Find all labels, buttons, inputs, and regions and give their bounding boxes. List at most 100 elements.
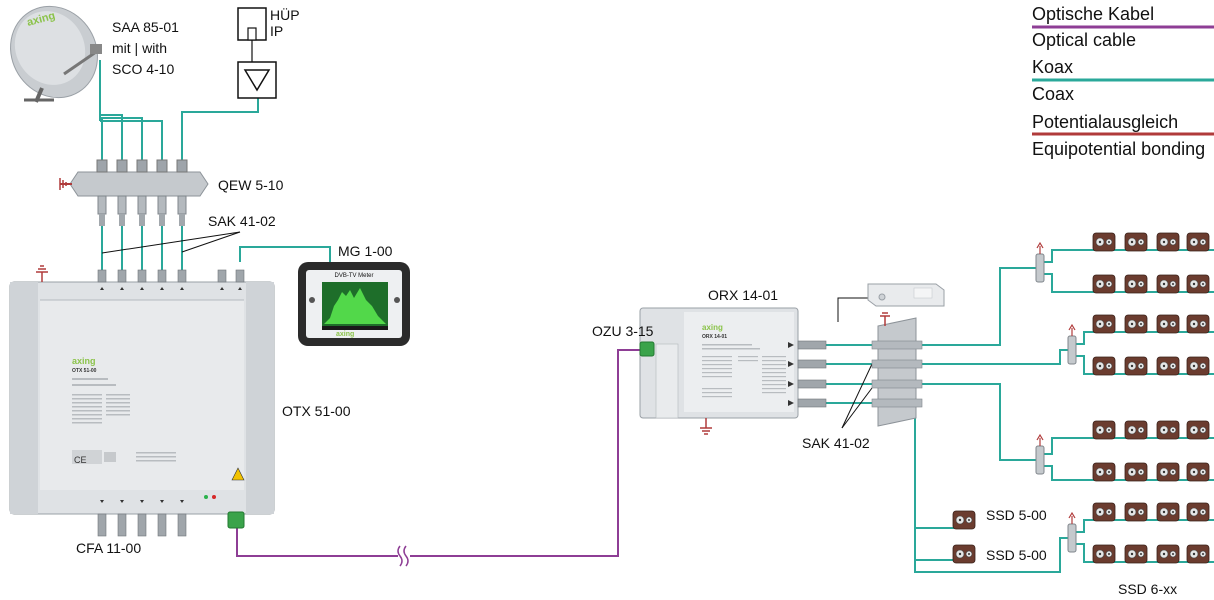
terrestrial-coax — [181, 98, 259, 166]
hup-label-line1: HÜP — [270, 6, 300, 23]
orx-front — [684, 312, 794, 412]
tap-3 — [1035, 433, 1045, 475]
ground-block-connectors — [871, 340, 923, 408]
trunk-bank-1 — [900, 267, 1040, 346]
orx-output-port-4 — [788, 398, 827, 408]
otx-top-port-5 — [177, 269, 187, 290]
meter-button-left-icon — [309, 297, 315, 303]
ssd6-outlet-4 — [1186, 232, 1210, 252]
otx-top-port-3 — [137, 269, 147, 290]
hup-label-line2: IP — [270, 23, 283, 39]
ssd6-outlet-1 — [1092, 232, 1116, 252]
ssd6-outlet-12 — [1186, 314, 1210, 334]
meter-brand: axing — [336, 331, 354, 338]
ground-block-earth-icon — [880, 312, 890, 326]
ssd6-outlet-25 — [1092, 502, 1116, 522]
orx-model-text: ORX 14-01 — [702, 334, 727, 340]
cfa-port-5 — [177, 500, 187, 537]
sak-right-leader-2 — [841, 383, 876, 429]
mg-label: MG 1-00 — [338, 243, 393, 259]
otx-ports — [97, 269, 245, 537]
ssd5-outlet-2 — [952, 544, 976, 564]
cfa-port-2 — [117, 500, 127, 537]
satellite-dish: axing — [10, 5, 102, 103]
orx-brand: axing — [702, 323, 723, 332]
sak-right-leader-1 — [841, 363, 873, 429]
ssd6-outlet-3 — [1156, 232, 1180, 252]
trunk-bank-4 — [914, 403, 1072, 573]
amplifier-outline — [237, 61, 277, 99]
orx-label: ORX 14-01 — [708, 287, 778, 303]
orx-power-supply — [867, 283, 945, 307]
dish-coax-3 — [100, 117, 143, 166]
bank-2-row-2-cable — [1076, 355, 1214, 375]
meter-title: DVB-TV Meter — [334, 273, 373, 279]
ground-block-plate — [877, 317, 917, 427]
orx-output-port-3 — [788, 379, 827, 389]
sak-leader-lines — [101, 231, 876, 429]
cfa-label: CFA 11-00 — [76, 540, 141, 556]
optical-fibre — [236, 349, 640, 557]
qew-label: QEW 5-10 — [218, 177, 284, 193]
optical-cable — [236, 349, 640, 567]
orx-earth-icon — [700, 418, 712, 435]
meter-button-right-icon — [394, 297, 400, 303]
ssd6-outlet-21 — [1092, 462, 1116, 482]
ssd6-outlet-20 — [1186, 420, 1210, 440]
trunk-bank-2 — [905, 349, 1072, 365]
qew-earth-icon — [59, 178, 67, 190]
qew-connector-1 — [96, 159, 108, 226]
ssd-b-label: SSD 5-00 — [986, 547, 1047, 563]
ssd6-outlet-19 — [1156, 420, 1180, 440]
ssd6-outlet-16 — [1186, 356, 1210, 376]
psu-vent-icon — [878, 293, 886, 301]
tap-1 — [1035, 241, 1045, 283]
qew-connector-3 — [136, 159, 148, 226]
dish-label-line3: SCO 4-10 — [112, 61, 174, 77]
mg-meter: DVB-TV Meter axing — [298, 262, 410, 346]
dish-coax-2 — [100, 114, 123, 166]
meter-spectrum — [324, 288, 386, 324]
otx-top-port-7 — [235, 269, 245, 290]
orx-ground-block — [871, 312, 923, 427]
ssd-a-label: SSD 5-00 — [986, 507, 1047, 523]
legend-optical-en: Optical cable — [1032, 30, 1136, 50]
sak-top-leader-2 — [181, 231, 241, 253]
ssd6-outlet-32 — [1186, 544, 1210, 564]
otx-model-text: OTX 51-00 — [72, 368, 97, 374]
ssd6-outlet-31 — [1156, 544, 1180, 564]
bank-2-row-1-cable — [1076, 331, 1214, 345]
block-connector-1 — [871, 340, 923, 350]
orx-side-tab — [655, 343, 679, 419]
ssd6-outlet-6 — [1124, 274, 1148, 294]
otx-mg-coax — [239, 246, 331, 262]
sak-right-label: SAK 41-02 — [802, 435, 870, 451]
hup-ip-box — [237, 7, 267, 62]
ssd6-outlet-18 — [1124, 420, 1148, 440]
bank-4-row-2-cable — [1076, 543, 1214, 563]
block-connector-3 — [871, 379, 923, 389]
cfa-port-3 — [137, 500, 147, 537]
orx-spec-lines — [702, 344, 786, 398]
otx-top-port-6 — [217, 269, 227, 290]
otx-spec-lines — [72, 378, 176, 464]
dish-coax-4 — [100, 120, 163, 166]
block-connector-4 — [871, 398, 923, 408]
dish-coax-1 — [99, 60, 103, 166]
sak-top-leader-1 — [101, 231, 241, 254]
ssd6-outlet-9 — [1092, 314, 1116, 334]
ssd6-outlet-11 — [1156, 314, 1180, 334]
laser-warning-icon — [231, 467, 245, 481]
dish-label-line1: SAA 85-01 — [112, 19, 179, 35]
meter-statusbar — [322, 326, 388, 330]
orx-ports — [788, 340, 827, 408]
tap-2 — [1067, 323, 1077, 365]
legend: Optische Kabel Optical cable Koax Coax P… — [1032, 4, 1214, 159]
otx-left-flange — [10, 282, 38, 514]
tap-4 — [1067, 511, 1077, 553]
otx-optical-port — [227, 511, 245, 529]
ssd-outlets — [952, 232, 1210, 564]
ssd6-outlet-2 — [1124, 232, 1148, 252]
otx-top-port-4 — [157, 269, 167, 290]
